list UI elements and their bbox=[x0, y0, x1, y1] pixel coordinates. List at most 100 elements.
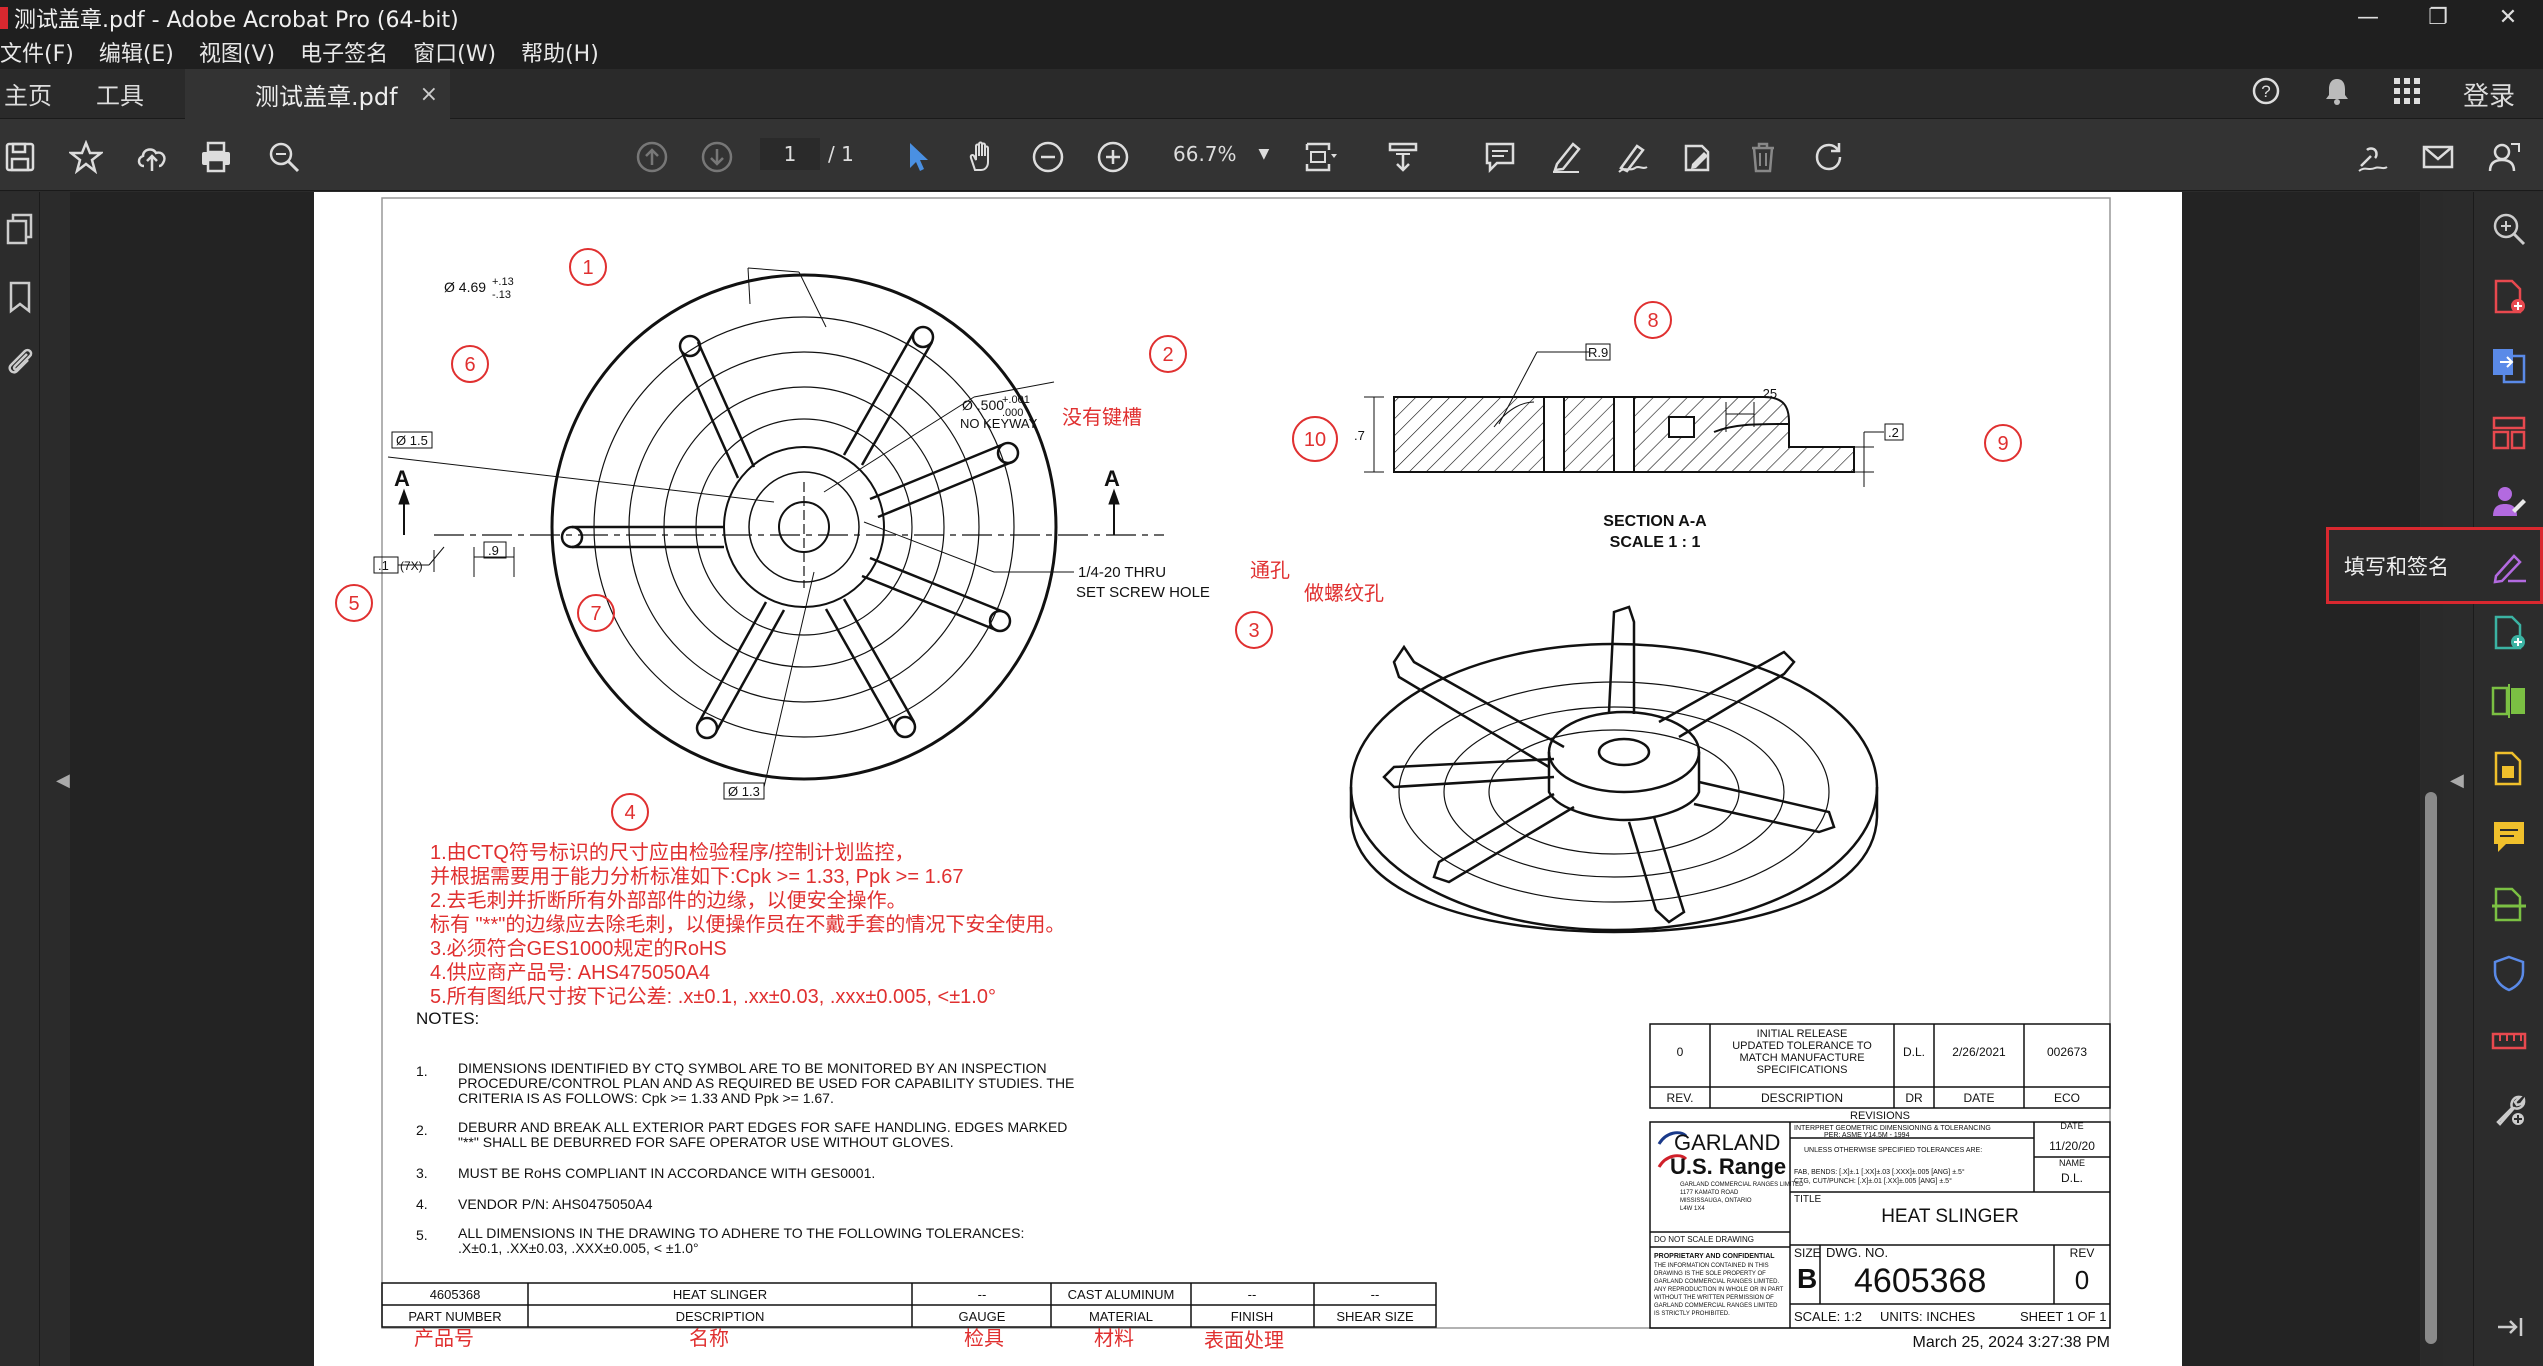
parts-header-shear: SHEAR SIZE bbox=[1336, 1309, 1414, 1324]
attachments-icon[interactable] bbox=[3, 344, 37, 378]
edit-pdf-icon[interactable] bbox=[2490, 750, 2528, 788]
prop-line-2: DRAWING IS THE SOLE PROPERTY OF bbox=[1654, 1271, 1766, 1277]
callout-2: 2 bbox=[1162, 344, 1173, 366]
notification-bell-icon[interactable] bbox=[2323, 76, 2351, 113]
page-number-input[interactable]: 1 bbox=[760, 138, 820, 170]
minimize-icon[interactable]: — bbox=[2357, 5, 2379, 30]
tab-document[interactable]: 测试盖章.pdf × bbox=[185, 69, 450, 119]
protect-shield-icon[interactable] bbox=[2490, 954, 2528, 992]
dim-diameter-plus: +.13 bbox=[492, 276, 514, 288]
main-toolbar bbox=[0, 119, 2543, 191]
scroll-mode-icon[interactable] bbox=[1383, 137, 1423, 177]
tab-home[interactable]: 主页 bbox=[4, 82, 52, 110]
zoom-value: 66.7% bbox=[1173, 142, 1237, 166]
rotate-icon[interactable] bbox=[1809, 137, 1849, 177]
menu-view[interactable]: 视图(V) bbox=[198, 42, 276, 67]
scrollbar-thumb[interactable] bbox=[2425, 792, 2437, 1344]
note-1-num: 1. bbox=[416, 1063, 428, 1079]
dim-7: .7 bbox=[1354, 428, 1365, 443]
parts-value-shear: -- bbox=[1371, 1287, 1380, 1302]
section-view bbox=[1364, 351, 1884, 487]
more-tools-wrench-icon[interactable] bbox=[2490, 1090, 2528, 1128]
share-user-icon[interactable] bbox=[2484, 137, 2524, 177]
chinese-annotations-top: 没有键槽 通孔 做螺纹孔 bbox=[1062, 406, 1384, 605]
isometric-view bbox=[1349, 605, 1879, 934]
measure-ruler-icon[interactable] bbox=[2490, 1022, 2528, 1060]
collapse-right-pane-icon[interactable]: ◀ bbox=[2450, 770, 2464, 791]
dim-7x: .1 bbox=[378, 558, 389, 573]
print-icon[interactable] bbox=[196, 137, 236, 177]
hand-tool-icon[interactable] bbox=[962, 137, 1002, 177]
fill-and-sign-tool[interactable]: 填写和签名 bbox=[2326, 527, 2543, 604]
comment-tool-icon[interactable] bbox=[2490, 818, 2528, 856]
select-cursor-icon[interactable] bbox=[898, 137, 938, 177]
garland-logo-icon bbox=[1657, 1131, 1688, 1145]
comment-icon[interactable] bbox=[1480, 137, 1520, 177]
apps-grid-icon[interactable] bbox=[2393, 77, 2421, 112]
previous-page-icon[interactable] bbox=[632, 137, 672, 177]
add-comment-file-icon[interactable] bbox=[2490, 614, 2528, 652]
tab-bar: 主页 工具 测试盖章.pdf × ? 登录 bbox=[0, 69, 2543, 119]
search-icon[interactable] bbox=[264, 137, 304, 177]
signin-button[interactable]: 登录 bbox=[2462, 81, 2515, 112]
tab-tools[interactable]: 工具 bbox=[96, 82, 144, 110]
email-icon[interactable] bbox=[2418, 137, 2458, 177]
stamp-edit-icon[interactable] bbox=[1677, 137, 1717, 177]
menu-edit[interactable]: 编辑(E) bbox=[98, 42, 174, 67]
rev-header-date: DATE bbox=[1963, 1091, 1994, 1105]
page-thumbnails-icon[interactable] bbox=[3, 212, 37, 246]
rev-desc-1: INITIAL RELEASE bbox=[1757, 1028, 1848, 1040]
link-sign-icon[interactable] bbox=[2352, 137, 2392, 177]
create-pdf-icon[interactable] bbox=[2490, 278, 2528, 316]
dwg-label: DWG. NO. bbox=[1826, 1245, 1888, 1260]
section-letter-right: A bbox=[1104, 466, 1120, 491]
menu-window[interactable]: 窗口(W) bbox=[413, 42, 497, 67]
note-3-num: 3. bbox=[416, 1165, 428, 1181]
company-small-4: L4W 1X4 bbox=[1680, 1206, 1705, 1212]
save-icon[interactable] bbox=[0, 137, 40, 177]
zoom-search-icon[interactable] bbox=[2490, 210, 2528, 248]
close-tab-icon[interactable]: × bbox=[419, 81, 438, 107]
vertical-scrollbar[interactable] bbox=[2421, 192, 2443, 1366]
next-page-icon[interactable] bbox=[697, 137, 737, 177]
page-fit-icon[interactable] bbox=[1300, 137, 1340, 177]
callout-4: 4 bbox=[624, 802, 635, 824]
compare-files-icon[interactable] bbox=[2490, 682, 2528, 720]
name-label: NAME bbox=[2059, 1158, 2085, 1168]
draw-sign-icon[interactable] bbox=[1612, 137, 1652, 177]
section-title: SECTION A-A bbox=[1603, 513, 1707, 530]
revision-table bbox=[1649, 1023, 2111, 1109]
restore-icon[interactable]: ❐ bbox=[2428, 5, 2448, 30]
revisions-label: REVISIONS bbox=[1850, 1110, 1910, 1122]
cn-note-2: 2.去毛刺并折断所有外部部件的边缘，以便安全操作。 bbox=[430, 889, 907, 912]
zoom-out-icon[interactable] bbox=[1028, 137, 1068, 177]
zoom-in-icon[interactable] bbox=[1093, 137, 1133, 177]
menu-file[interactable]: 文件(F) bbox=[0, 42, 74, 67]
star-icon[interactable] bbox=[66, 137, 106, 177]
organize-pages-icon[interactable] bbox=[2490, 414, 2528, 452]
export-pdf-icon[interactable] bbox=[2490, 346, 2528, 384]
cn-material: 材料 bbox=[1094, 1327, 1134, 1350]
tol-line-2: CTG, CUT/PUNCH: [.X]±.01 [.XX]±.005 [ANG… bbox=[1794, 1177, 1952, 1185]
close-window-icon[interactable]: ✕ bbox=[2498, 5, 2518, 30]
rev-dr: D.L. bbox=[1903, 1045, 1925, 1059]
note-5-line-1: ALL DIMENSIONS IN THE DRAWING TO ADHERE … bbox=[458, 1225, 1024, 1241]
request-signature-icon[interactable] bbox=[2490, 482, 2528, 520]
pdf-page: Ø 4.69 +.13 -.13 Ø .500 +.001 .000 NO KE… bbox=[314, 192, 2182, 1366]
highlight-pen-icon[interactable] bbox=[1546, 137, 1586, 177]
menu-help[interactable]: 帮助(H) bbox=[521, 42, 599, 67]
delete-trash-icon[interactable] bbox=[1743, 137, 1783, 177]
collapse-left-pane-icon[interactable]: ◀ bbox=[56, 770, 70, 791]
cloud-upload-icon[interactable] bbox=[132, 137, 172, 177]
cn-note-1b: 并根据需要用于能力分析标准如下:Cpk >= 1.33, Ppk >= 1.67 bbox=[430, 865, 964, 888]
zoom-select[interactable]: 66.7% ▼ bbox=[1160, 136, 1270, 172]
scan-ocr-icon[interactable] bbox=[2490, 886, 2528, 924]
help-icon[interactable]: ? bbox=[2251, 76, 2281, 113]
no-keyway-label: NO KEYWAY bbox=[960, 416, 1038, 431]
note-2-line-2: "**" SHALL BE DEBURRED FOR SAFE OPERATOR… bbox=[458, 1134, 954, 1150]
callout-10: 10 bbox=[1304, 429, 1326, 451]
bookmarks-icon[interactable] bbox=[3, 280, 37, 314]
collapse-tools-icon[interactable] bbox=[2490, 1308, 2528, 1346]
menu-esign[interactable]: 电子签名 bbox=[300, 42, 389, 67]
scale-label: SCALE: 1:2 bbox=[1794, 1309, 1862, 1324]
